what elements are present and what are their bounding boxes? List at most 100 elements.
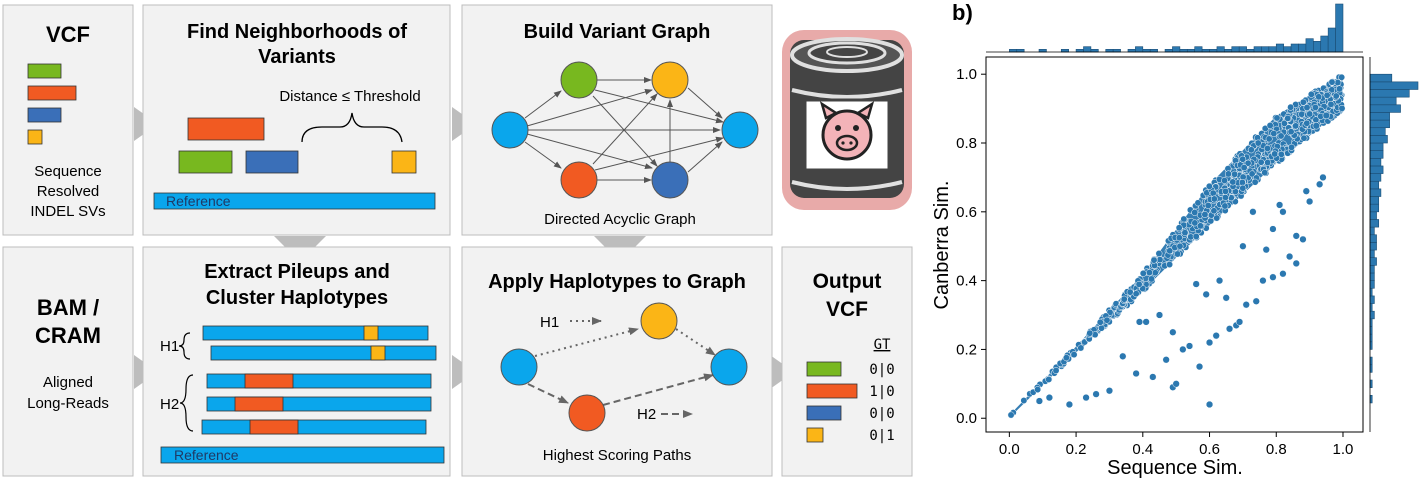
- pileups-title-1: Extract Pileups and: [204, 261, 390, 283]
- scatter-point: [1284, 114, 1292, 122]
- top-hist-bar: [1238, 46, 1247, 53]
- scatter-point: [1222, 294, 1230, 302]
- scatter-point: [1176, 242, 1184, 250]
- pileup-reference-bar: [160, 446, 445, 464]
- right-hist-bar: [1369, 96, 1397, 106]
- graph-edges: [524, 77, 724, 183]
- scatter-point: [1299, 98, 1307, 106]
- scatter-point: [1092, 390, 1100, 398]
- scatter-point: [1191, 209, 1199, 216]
- scatter-point: [1202, 290, 1210, 299]
- scatter-point: [1292, 232, 1300, 240]
- top-hist-bar: [1083, 46, 1092, 53]
- scatter-point: [1239, 155, 1247, 163]
- scatter-point: [1229, 178, 1237, 186]
- scatter-point: [1270, 130, 1278, 138]
- scatter-point: [1287, 128, 1295, 136]
- top-hist-bar: [1172, 46, 1181, 53]
- scatter-point: [1205, 182, 1213, 190]
- right-hist-bar: [1369, 310, 1375, 320]
- top-hist-bar: [1268, 46, 1277, 53]
- top-hist-bar: [1298, 43, 1307, 53]
- pileups-panel: Extract Pileups and Cluster Haplotypes H…: [142, 246, 451, 477]
- nb-navy: [245, 150, 299, 174]
- scatter-point: [1205, 338, 1214, 347]
- x-tick-label: 0.2: [1066, 441, 1087, 458]
- scatter-point: [1254, 139, 1262, 147]
- bam-title-2: CRAM: [35, 323, 101, 348]
- top-hist-bar: [1305, 38, 1314, 53]
- scatter-point: [1221, 177, 1228, 184]
- scatter-point: [1240, 164, 1248, 172]
- variant-navy: [27, 107, 62, 123]
- scatter-point: [1303, 104, 1311, 111]
- scatter-point: [1242, 301, 1250, 309]
- scatter-point: [1150, 256, 1158, 264]
- top-hist-bar: [1261, 46, 1270, 53]
- scatter-point: [1132, 369, 1140, 378]
- scatter-point: [1210, 195, 1218, 203]
- variant-green: [27, 63, 62, 79]
- right-histogram: [1369, 57, 1419, 432]
- scatter-point: [1162, 356, 1170, 364]
- scatter-point: [1338, 73, 1346, 81]
- scatter-point: [1149, 373, 1157, 381]
- pileup-reference-label: Reference: [174, 447, 239, 463]
- right-hist-bar: [1369, 257, 1377, 266]
- top-histogram: [986, 3, 1363, 53]
- scatter-point: [1238, 179, 1246, 186]
- scatter-point: [1231, 170, 1239, 178]
- scatter-point: [1135, 318, 1144, 326]
- scatter-point: [1266, 122, 1274, 129]
- scatter-point: [1285, 252, 1294, 261]
- right-hist-bar: [1369, 234, 1377, 243]
- scatter-point: [1322, 111, 1330, 120]
- right-hist-bar: [1369, 150, 1384, 159]
- right-hist-bar: [1369, 127, 1386, 136]
- scatter-point: [1332, 92, 1340, 100]
- scatter-point: [1205, 400, 1214, 409]
- x-tick-label: 0.8: [1266, 441, 1287, 458]
- apply-node-source: [500, 348, 538, 386]
- right-hist-bar: [1369, 211, 1377, 220]
- scatter-point: [1327, 100, 1335, 108]
- scatter-point: [1082, 393, 1090, 402]
- neighborhoods-title-1: Find Neighborhoods of: [187, 21, 407, 43]
- vcf-title: VCF: [46, 22, 90, 47]
- node-yellow: [651, 61, 689, 99]
- panel-label-b: b): [952, 0, 973, 25]
- right-hist-bar: [1369, 173, 1382, 182]
- scatter-point: [1139, 269, 1147, 277]
- top-hist-bar: [1283, 46, 1292, 53]
- gt-header: GT: [874, 337, 891, 353]
- variant-graph-caption: Directed Acyclic Graph: [544, 211, 696, 228]
- vcf-caption-1: Sequence: [34, 163, 102, 180]
- x-tick-label: 0.4: [1132, 441, 1153, 458]
- bam-panel: BAM / CRAM Aligned Long-Reads: [2, 246, 134, 477]
- node-red: [560, 161, 598, 199]
- scatter-point: [1264, 144, 1271, 152]
- scatter-point: [1215, 276, 1224, 285]
- scatter-point: [1323, 91, 1331, 99]
- apply-node-sink: [710, 348, 748, 386]
- scatter-point: [1311, 104, 1319, 111]
- top-hist-bar: [1335, 3, 1344, 53]
- scatter-point: [1155, 311, 1164, 319]
- nb-green: [178, 150, 233, 174]
- scatter-point: [1269, 225, 1277, 233]
- right-hist-bar: [1369, 142, 1384, 151]
- top-hist-bar: [1194, 46, 1203, 53]
- apply-node-yellow: [640, 302, 678, 340]
- neighborhoods-panel: Find Neighborhoods of Variants Distance …: [142, 4, 451, 236]
- scatter-point: [1271, 150, 1279, 158]
- top-hist-bar: [1313, 41, 1322, 53]
- x-tick-label: 0.6: [1199, 441, 1220, 458]
- nb-reference-label: Reference: [166, 193, 231, 209]
- scatter-point: [1265, 135, 1273, 143]
- scatter-point: [1319, 173, 1327, 182]
- right-hist-bar: [1369, 249, 1375, 258]
- scatter-point: [1239, 184, 1247, 192]
- scatter-point: [1248, 170, 1256, 178]
- right-hist-bar: [1369, 81, 1419, 90]
